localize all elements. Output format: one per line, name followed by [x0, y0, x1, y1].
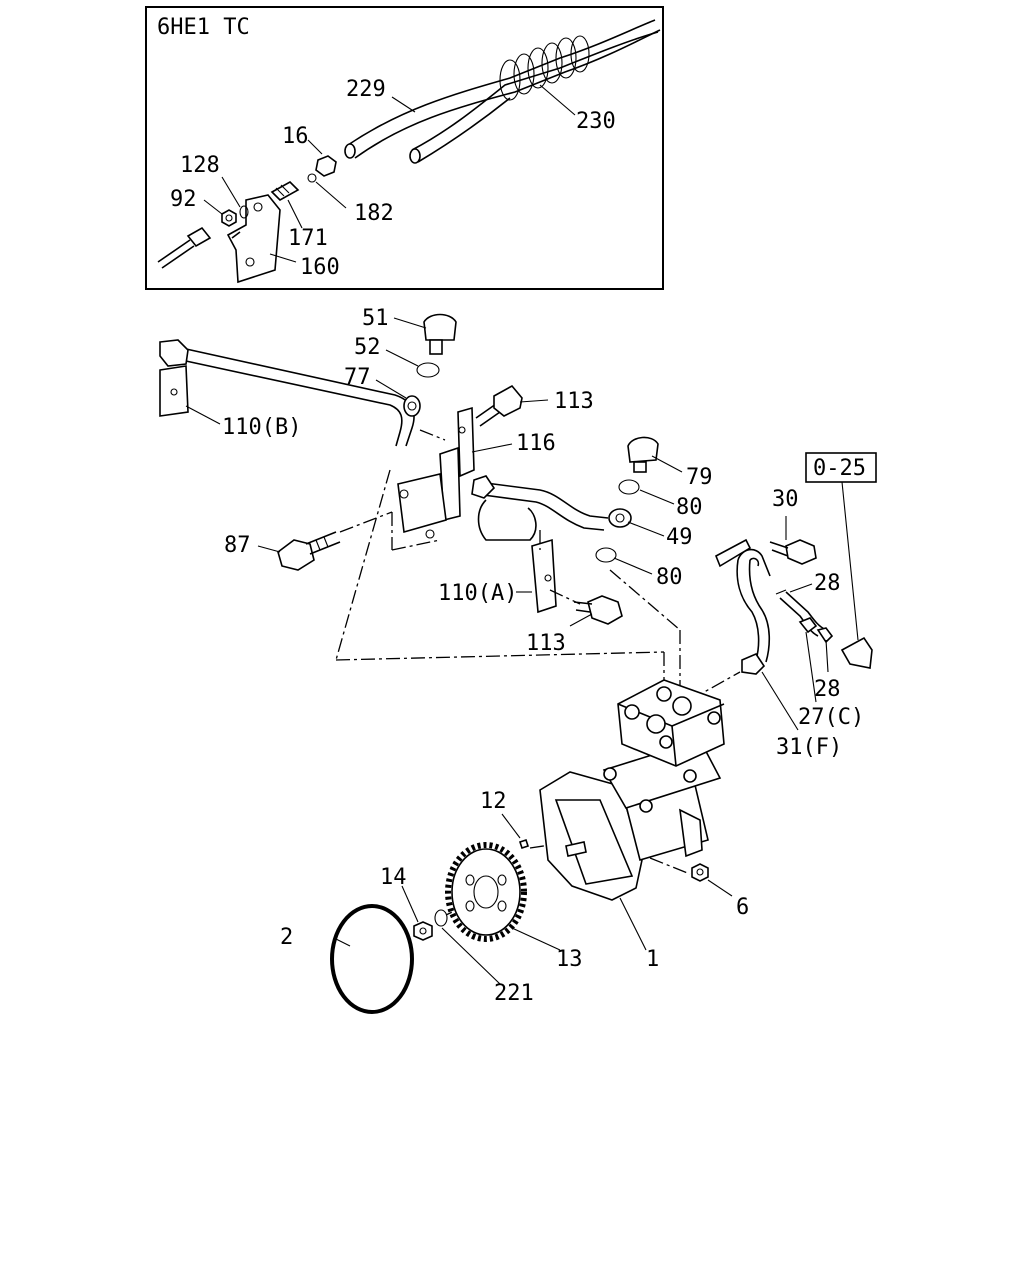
callout-27c: 27(C) — [798, 705, 864, 730]
inset-title: 6HE1 TC — [157, 15, 250, 40]
reference-box: 0-25 — [805, 452, 877, 641]
bolt-icon — [573, 595, 623, 625]
callout-13: 13 — [556, 947, 583, 972]
callout-92: 92 — [170, 187, 197, 212]
callout-14: 14 — [380, 865, 407, 890]
callout-1: 1 — [646, 947, 659, 972]
pipe-icon — [714, 538, 771, 675]
inset-panel: 6HE1 TC — [145, 6, 664, 290]
gear-icon — [445, 842, 527, 942]
callout-113-upper: 113 — [554, 389, 594, 414]
air-compressor-icon — [539, 679, 725, 901]
callout-182: 182 — [354, 201, 394, 226]
fitting-icon — [307, 155, 337, 183]
callout-160: 160 — [300, 255, 340, 280]
banjo-bolt-icon — [403, 313, 457, 417]
callout-51: 51 — [362, 306, 389, 331]
callout-12: 12 — [480, 789, 507, 814]
callout-110b: 110(B) — [222, 415, 301, 440]
assembly-lines — [335, 429, 741, 916]
nut-icon — [221, 205, 249, 227]
nut-icon — [413, 921, 433, 941]
callout-128: 128 — [180, 153, 220, 178]
bolt-icon — [157, 226, 241, 269]
callout-171: 171 — [288, 226, 328, 251]
bracket-icon — [397, 406, 475, 539]
banjo-bolt-icon — [595, 436, 659, 563]
callout-221: 221 — [494, 981, 534, 1006]
callout-80-lower: 80 — [656, 565, 683, 590]
callout-30: 30 — [772, 487, 799, 512]
callout-110a: 110(A) — [438, 581, 517, 606]
leader-lines-inset — [203, 84, 576, 263]
callout-2: 2 — [280, 925, 293, 950]
callout-16: 16 — [282, 124, 309, 149]
bracket-icon — [226, 194, 281, 284]
key-icon — [518, 838, 530, 850]
callout-230: 230 — [576, 109, 616, 134]
hose-icon — [775, 589, 873, 669]
connector-icon — [270, 181, 300, 201]
callout-116: 116 — [516, 431, 556, 456]
reference-box-label: 0-25 — [813, 456, 866, 481]
bolt-icon — [475, 384, 523, 427]
bolt-icon — [277, 531, 341, 571]
callout-87: 87 — [224, 533, 251, 558]
pipe-icon — [471, 475, 632, 541]
callout-28-upper: 28 — [814, 571, 841, 596]
washer-icon — [434, 909, 448, 927]
callout-28-lower: 28 — [814, 677, 841, 702]
o-ring-icon — [330, 904, 414, 1014]
callout-31f: 31(F) — [776, 735, 842, 760]
callout-6: 6 — [736, 895, 749, 920]
hose-icon — [344, 19, 661, 164]
callout-49: 49 — [666, 525, 693, 550]
bolt-icon — [769, 539, 817, 565]
nut-icon — [691, 863, 709, 882]
callout-229: 229 — [346, 77, 386, 102]
callout-113-lower: 113 — [526, 631, 566, 656]
callout-52: 52 — [354, 335, 381, 360]
callout-80-upper: 80 — [676, 495, 703, 520]
callout-79: 79 — [686, 465, 713, 490]
clip-icon — [531, 538, 557, 614]
callout-77: 77 — [344, 365, 371, 390]
leader-lines-main — [185, 317, 829, 985]
